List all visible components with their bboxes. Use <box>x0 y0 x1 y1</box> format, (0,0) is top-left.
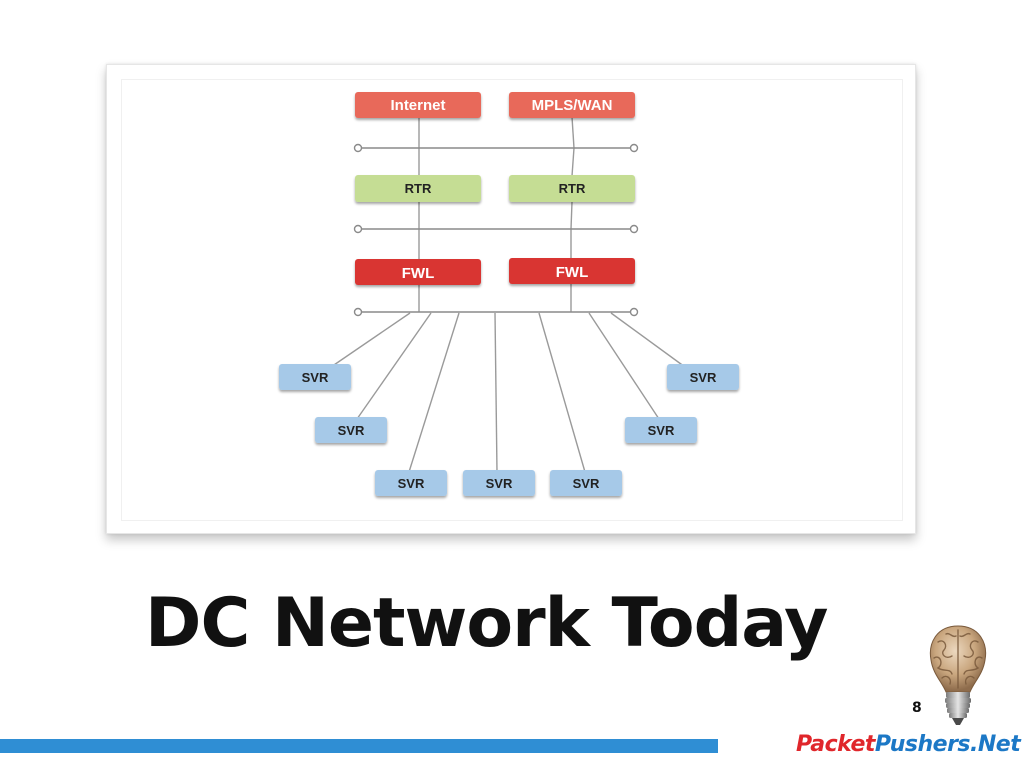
brand-part-packet: Packet <box>796 732 875 757</box>
node-server-6-label: SVR <box>648 423 675 438</box>
link-bus3-svr4 <box>494 312 498 473</box>
bus-1-endpoint-right <box>629 143 639 153</box>
bus-3-endpoint-right <box>629 307 639 317</box>
node-server-2-label: SVR <box>338 423 365 438</box>
link-bus3-svr2 <box>356 312 432 420</box>
node-firewall-2: FWL <box>509 258 635 284</box>
brand-part-pushers: Pushers <box>874 732 971 757</box>
link-bus1-rtr2 <box>571 147 575 177</box>
bus-2-endpoint-right <box>629 224 639 234</box>
node-internet-label: Internet <box>390 97 445 114</box>
bus-3-endpoint-left <box>353 307 363 317</box>
node-server-1-label: SVR <box>302 370 329 385</box>
connector-lines <box>330 116 686 473</box>
node-server-3-label: SVR <box>398 476 425 491</box>
node-server-6: SVR <box>625 417 697 443</box>
node-server-1: SVR <box>279 364 351 390</box>
diagram-inner-border <box>121 79 903 521</box>
node-mpls-wan-label: MPLS/WAN <box>532 97 613 114</box>
node-server-7: SVR <box>667 364 739 390</box>
slide-title: DC Network Today <box>145 584 828 663</box>
link-bus3-svr3 <box>408 312 460 473</box>
link-bus3-svr1 <box>330 312 411 368</box>
node-router-2: RTR <box>509 175 635 202</box>
link-bus3-svr6 <box>588 312 660 420</box>
node-router-1: RTR <box>355 175 481 202</box>
brand-part-net: .Net <box>970 732 1021 757</box>
link-bus3-svr5 <box>538 312 586 473</box>
node-firewall-1: FWL <box>355 259 481 285</box>
brain-lightbulb-icon <box>929 625 987 725</box>
node-server-4: SVR <box>463 470 535 496</box>
link-bus3-svr7 <box>610 312 686 368</box>
node-router-2-label: RTR <box>559 181 586 196</box>
bus-1-endpoint-left <box>353 143 363 153</box>
bus-2-endpoint-left <box>353 224 363 234</box>
node-server-5-label: SVR <box>573 476 600 491</box>
link-mpls-bus1 <box>571 116 575 149</box>
node-server-4-label: SVR <box>486 476 513 491</box>
accent-bar <box>0 739 718 753</box>
node-server-3: SVR <box>375 470 447 496</box>
node-mpls-wan: MPLS/WAN <box>509 92 635 118</box>
packetpushers-logo: PacketPushers.Net <box>796 732 1021 757</box>
network-buses <box>353 143 639 317</box>
node-internet: Internet <box>355 92 481 118</box>
node-router-1-label: RTR <box>405 181 432 196</box>
node-server-7-label: SVR <box>690 370 717 385</box>
network-diagram: Internet MPLS/WAN RTR RTR FWL <box>279 92 739 496</box>
page-number: 8 <box>912 700 922 716</box>
node-server-2: SVR <box>315 417 387 443</box>
link-rtr2-bus2 <box>570 201 573 230</box>
node-firewall-2-label: FWL <box>556 264 588 281</box>
node-firewall-1-label: FWL <box>402 265 434 282</box>
diagram-frame: Internet MPLS/WAN RTR RTR FWL <box>106 64 916 534</box>
node-server-5: SVR <box>550 470 622 496</box>
